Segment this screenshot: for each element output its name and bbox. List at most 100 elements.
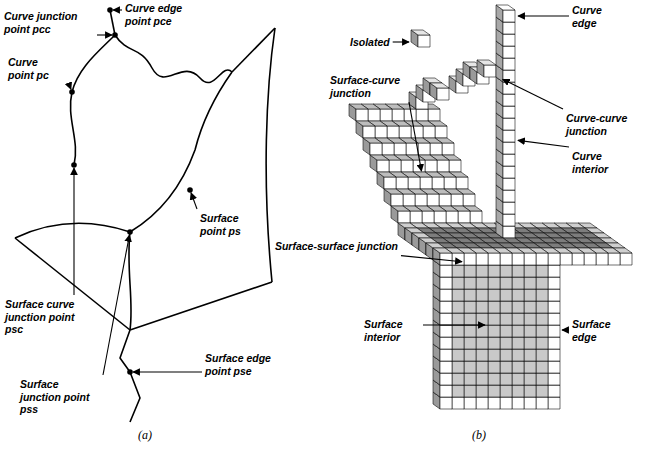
voxel-face	[488, 361, 500, 373]
voxel-face	[488, 337, 500, 349]
voxel-face	[503, 46, 515, 58]
voxel-face	[440, 385, 452, 397]
voxel-face	[536, 277, 548, 289]
voxel-face	[548, 373, 560, 385]
voxel-face	[512, 373, 524, 385]
voxel-face	[391, 194, 403, 206]
callout-label: Curve point pc	[8, 56, 66, 81]
callout-label: Surface interior	[364, 318, 420, 343]
voxel-face	[452, 277, 464, 289]
voxel-face	[440, 313, 452, 325]
voxel-face	[536, 265, 548, 277]
voxel-face	[488, 301, 500, 313]
callout-label: Surface curve junction point psc	[5, 298, 85, 336]
voxel-face	[476, 253, 488, 265]
voxel-face	[426, 243, 445, 248]
voxel-face	[456, 177, 468, 189]
voxel-face	[548, 397, 560, 409]
voxel-face	[440, 289, 452, 301]
voxel-face	[368, 109, 380, 121]
voxel-face	[464, 277, 476, 289]
voxel-face	[452, 337, 464, 349]
voxel-face	[398, 223, 417, 228]
voxel-face	[500, 277, 512, 289]
voxel-face	[476, 325, 488, 337]
voxel-face	[408, 177, 420, 189]
voxel-cube	[430, 83, 449, 100]
voxel-face	[512, 277, 524, 289]
leader-arrow	[562, 329, 569, 330]
voxel-face	[500, 349, 512, 361]
surface-outline	[15, 223, 130, 238]
voxel-face	[548, 301, 560, 313]
callout-label: Surface-curve junction	[330, 74, 406, 99]
voxel-face	[452, 397, 464, 409]
voxel-face	[476, 289, 488, 301]
leader-lines	[69, 10, 569, 375]
voxel-face	[500, 301, 512, 313]
voxel-face	[452, 349, 464, 361]
voxel-face	[548, 385, 560, 397]
voxel-face	[382, 143, 394, 155]
voxel-face	[548, 277, 560, 289]
voxel-cube	[363, 138, 382, 155]
voxel-face	[560, 253, 572, 265]
voxel-face	[412, 233, 431, 238]
callout-label: Curve-curve junction	[566, 112, 638, 137]
leader-arrow	[73, 168, 74, 295]
voxel-face	[425, 160, 437, 172]
voxel-face	[363, 138, 382, 143]
voxel-face	[444, 177, 456, 189]
voxel-face	[572, 253, 584, 265]
voxel-face	[524, 289, 536, 301]
voxel-face	[418, 143, 430, 155]
voxel-face	[430, 143, 442, 155]
voxel-face	[420, 177, 432, 189]
point-dot	[127, 229, 133, 235]
point-dot	[107, 7, 113, 13]
voxel-face	[464, 253, 476, 265]
voxel-face	[524, 301, 536, 313]
voxel-face	[452, 361, 464, 373]
voxel-face	[458, 211, 470, 223]
voxel-face	[548, 325, 560, 337]
voxel-face	[446, 211, 458, 223]
voxel-face	[536, 361, 548, 373]
voxel-face	[500, 325, 512, 337]
voxel-face	[440, 325, 452, 337]
voxel-cube	[356, 121, 375, 138]
voxel-face	[394, 143, 406, 155]
voxel-face	[432, 177, 444, 189]
voxel-face	[548, 289, 560, 301]
voxel-face	[503, 10, 515, 22]
voxel-face	[452, 385, 464, 397]
voxel-face	[488, 253, 500, 265]
voxel-face	[488, 325, 500, 337]
voxel-face	[503, 82, 515, 94]
voxel-face	[427, 194, 439, 206]
callout-label: Isolated	[350, 36, 390, 49]
voxel-face	[389, 160, 401, 172]
point-dot	[187, 187, 193, 193]
voxel-cube	[377, 172, 396, 189]
voxel-face	[524, 385, 536, 397]
voxel-face	[464, 301, 476, 313]
voxel-cube	[384, 189, 403, 206]
voxel-face	[384, 177, 396, 189]
voxel-face	[476, 361, 488, 373]
voxel-face	[464, 397, 476, 409]
voxel-face	[410, 211, 422, 223]
voxel-face	[442, 143, 454, 155]
voxel-face	[476, 373, 488, 385]
voxel-face	[503, 202, 515, 214]
voxel-face	[440, 265, 452, 277]
leader-arrow	[133, 371, 202, 372]
voxel-face	[416, 109, 428, 121]
voxel-face	[411, 30, 430, 35]
voxel-face	[500, 397, 512, 409]
voxel-face	[423, 126, 435, 138]
surface-outline	[266, 28, 275, 282]
voxel-face	[548, 337, 560, 349]
voxel-face	[387, 126, 399, 138]
voxel-face	[363, 126, 375, 138]
